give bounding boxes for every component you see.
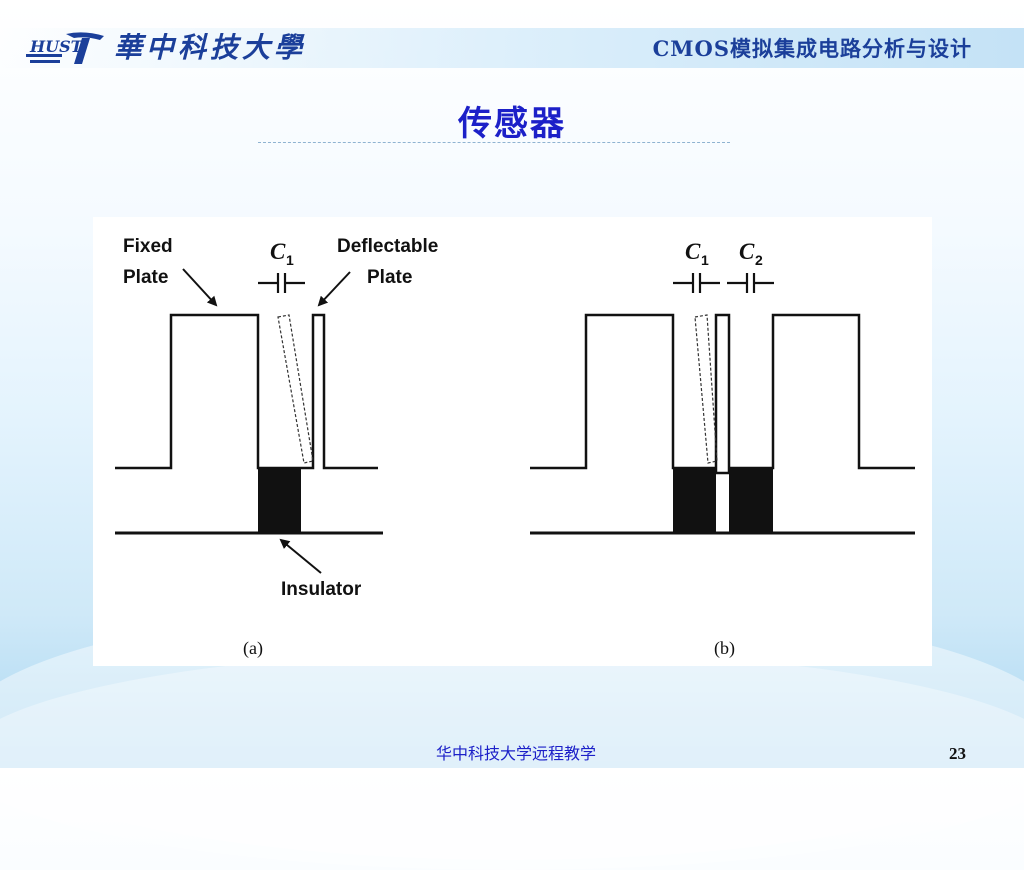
sensor-diagram: C 1 Fixed Plate Deflectable Plate Insula… bbox=[115, 236, 915, 659]
caption-a: (a) bbox=[243, 638, 263, 659]
page-number: 23 bbox=[949, 744, 966, 763]
cap-c1-symbol-a: C bbox=[270, 239, 286, 264]
capacitor-c2-symbol-b bbox=[727, 273, 774, 293]
deflectable-plate-arrow bbox=[317, 271, 351, 307]
fixed-plate-a bbox=[115, 313, 378, 470]
cap-c1-symbol-b: C bbox=[685, 239, 701, 264]
deflected-plate-outline-b bbox=[694, 314, 718, 464]
insulator-block-b-left bbox=[673, 468, 716, 533]
cap-c1-label-a: C bbox=[270, 239, 286, 264]
fixed-plate-label-line2: Plate bbox=[123, 267, 168, 288]
center-deflectable-plate-b bbox=[714, 313, 731, 475]
insulator-label: Insulator bbox=[281, 579, 362, 600]
logo-text: HUST bbox=[29, 37, 84, 56]
panel-a: C 1 Fixed Plate Deflectable Plate Insula… bbox=[115, 236, 438, 659]
fixed-plate-arrow bbox=[182, 268, 218, 307]
cap-c2-symbol-b: C bbox=[739, 239, 755, 264]
insulator-block-a bbox=[258, 468, 301, 533]
capacitor-c1-symbol-a bbox=[258, 273, 305, 293]
footer-text: 华中科技大学远程教学 bbox=[436, 744, 597, 763]
cap-c2-label-b: C bbox=[739, 239, 755, 264]
capacitor-c1-symbol-b bbox=[673, 273, 720, 293]
university-name: 華中科技大學 bbox=[114, 31, 307, 64]
deflected-plate-outline-a bbox=[277, 314, 314, 464]
left-fixed-plate-b bbox=[530, 313, 716, 470]
fixed-plate-label-line1: Fixed bbox=[123, 236, 173, 257]
title-divider bbox=[258, 142, 730, 143]
header-band bbox=[0, 28, 1024, 68]
cap-c2-index-b: 2 bbox=[755, 252, 763, 268]
hust-logo-icon: HUST bbox=[26, 32, 104, 64]
cap-c1-index-b: 1 bbox=[701, 252, 709, 268]
cap-c1-index-a: 1 bbox=[286, 252, 294, 268]
deflectable-label-line1: Deflectable bbox=[337, 236, 438, 257]
sensor-figure: C 1 Fixed Plate Deflectable Plate Insula… bbox=[93, 217, 932, 666]
right-fixed-plate-b bbox=[729, 313, 915, 470]
insulator-block-b-right bbox=[729, 468, 773, 533]
caption-b: (b) bbox=[714, 638, 735, 659]
panel-b: C 1 C 2 (b) bbox=[530, 239, 915, 659]
deflectable-label-line2: Plate bbox=[367, 267, 412, 288]
slide-title: 传感器 bbox=[458, 104, 566, 144]
course-title: CMOS模拟集成电路分析与设计 bbox=[652, 36, 972, 61]
cap-c1-label-b: C bbox=[685, 239, 701, 264]
insulator-arrow bbox=[279, 538, 322, 574]
